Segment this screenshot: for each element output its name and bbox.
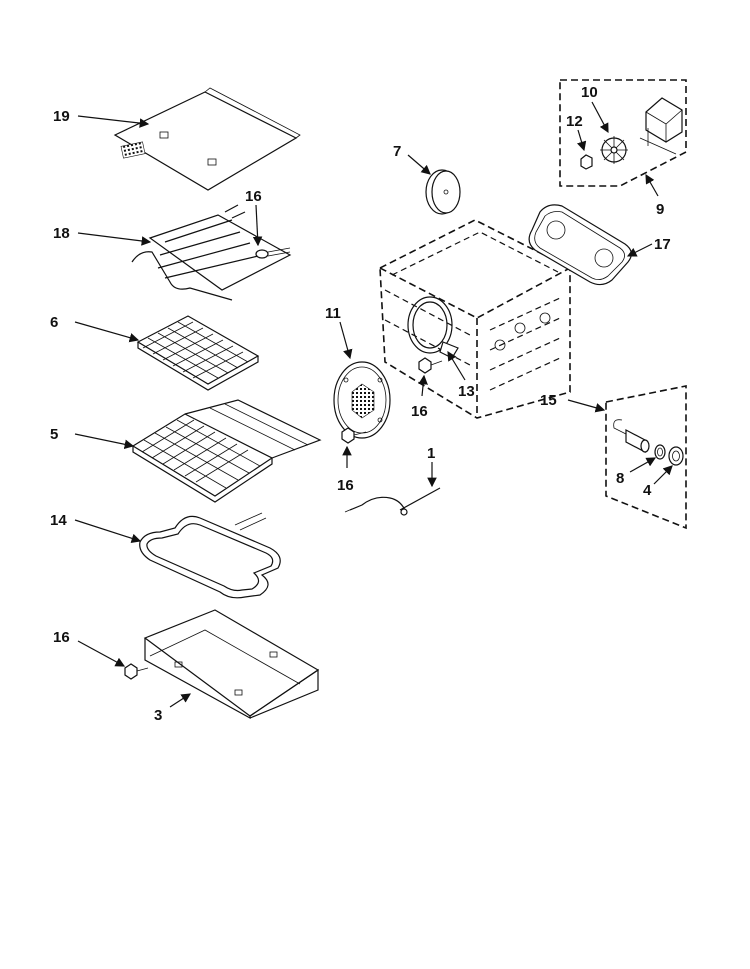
callout-9: 9 [656,201,664,218]
part-7-disc [425,169,461,215]
part-11-fan-cover [333,361,391,439]
callout-5: 5 [50,426,58,443]
part-1-temperature-sensor [344,487,441,516]
callout-12: 12 [566,113,583,130]
callout-16-center: 16 [411,403,428,420]
part-6-oven-rack [136,315,260,391]
part-4-lamp-lens [668,446,684,466]
part-14-bake-element [139,512,281,599]
callout-16-broil: 16 [245,188,262,205]
screw-drawer [124,663,149,680]
callout-16-drawer: 16 [53,629,70,646]
part-8-lamp-socket [613,419,650,453]
callout-14: 14 [50,512,67,529]
screw-fan-cover [341,427,367,444]
callout-1: 1 [427,445,435,462]
part-19-top-panel [113,87,301,191]
part-10-fan-blade [600,136,628,164]
callout-6: 6 [50,314,58,331]
part-8-lamp-ring [654,444,666,460]
oven-cavity-box [379,219,571,419]
callout-17: 17 [654,236,671,253]
screw-broil-element [255,247,291,259]
part-9-fan-motor-group [559,79,687,187]
part-17-convection-panel [528,204,632,286]
part-5-rollout-rack [131,399,322,503]
callout-10: 10 [581,84,598,101]
callout-13: 13 [458,383,475,400]
callout-19: 19 [53,108,70,125]
screw-cavity [418,357,443,374]
part-15-lamp-group [605,385,687,530]
part-3-drawer-pan [143,609,320,720]
callout-8: 8 [616,470,624,487]
callout-11: 11 [325,305,341,322]
callout-7: 7 [393,143,401,160]
callout-16-cover: 16 [337,477,354,494]
callout-3: 3 [154,707,162,724]
callout-18: 18 [53,225,70,242]
part-18-broil-element [131,204,292,301]
callout-4: 4 [643,482,652,499]
callout-15: 15 [540,392,557,409]
part-12-nut [580,154,593,170]
